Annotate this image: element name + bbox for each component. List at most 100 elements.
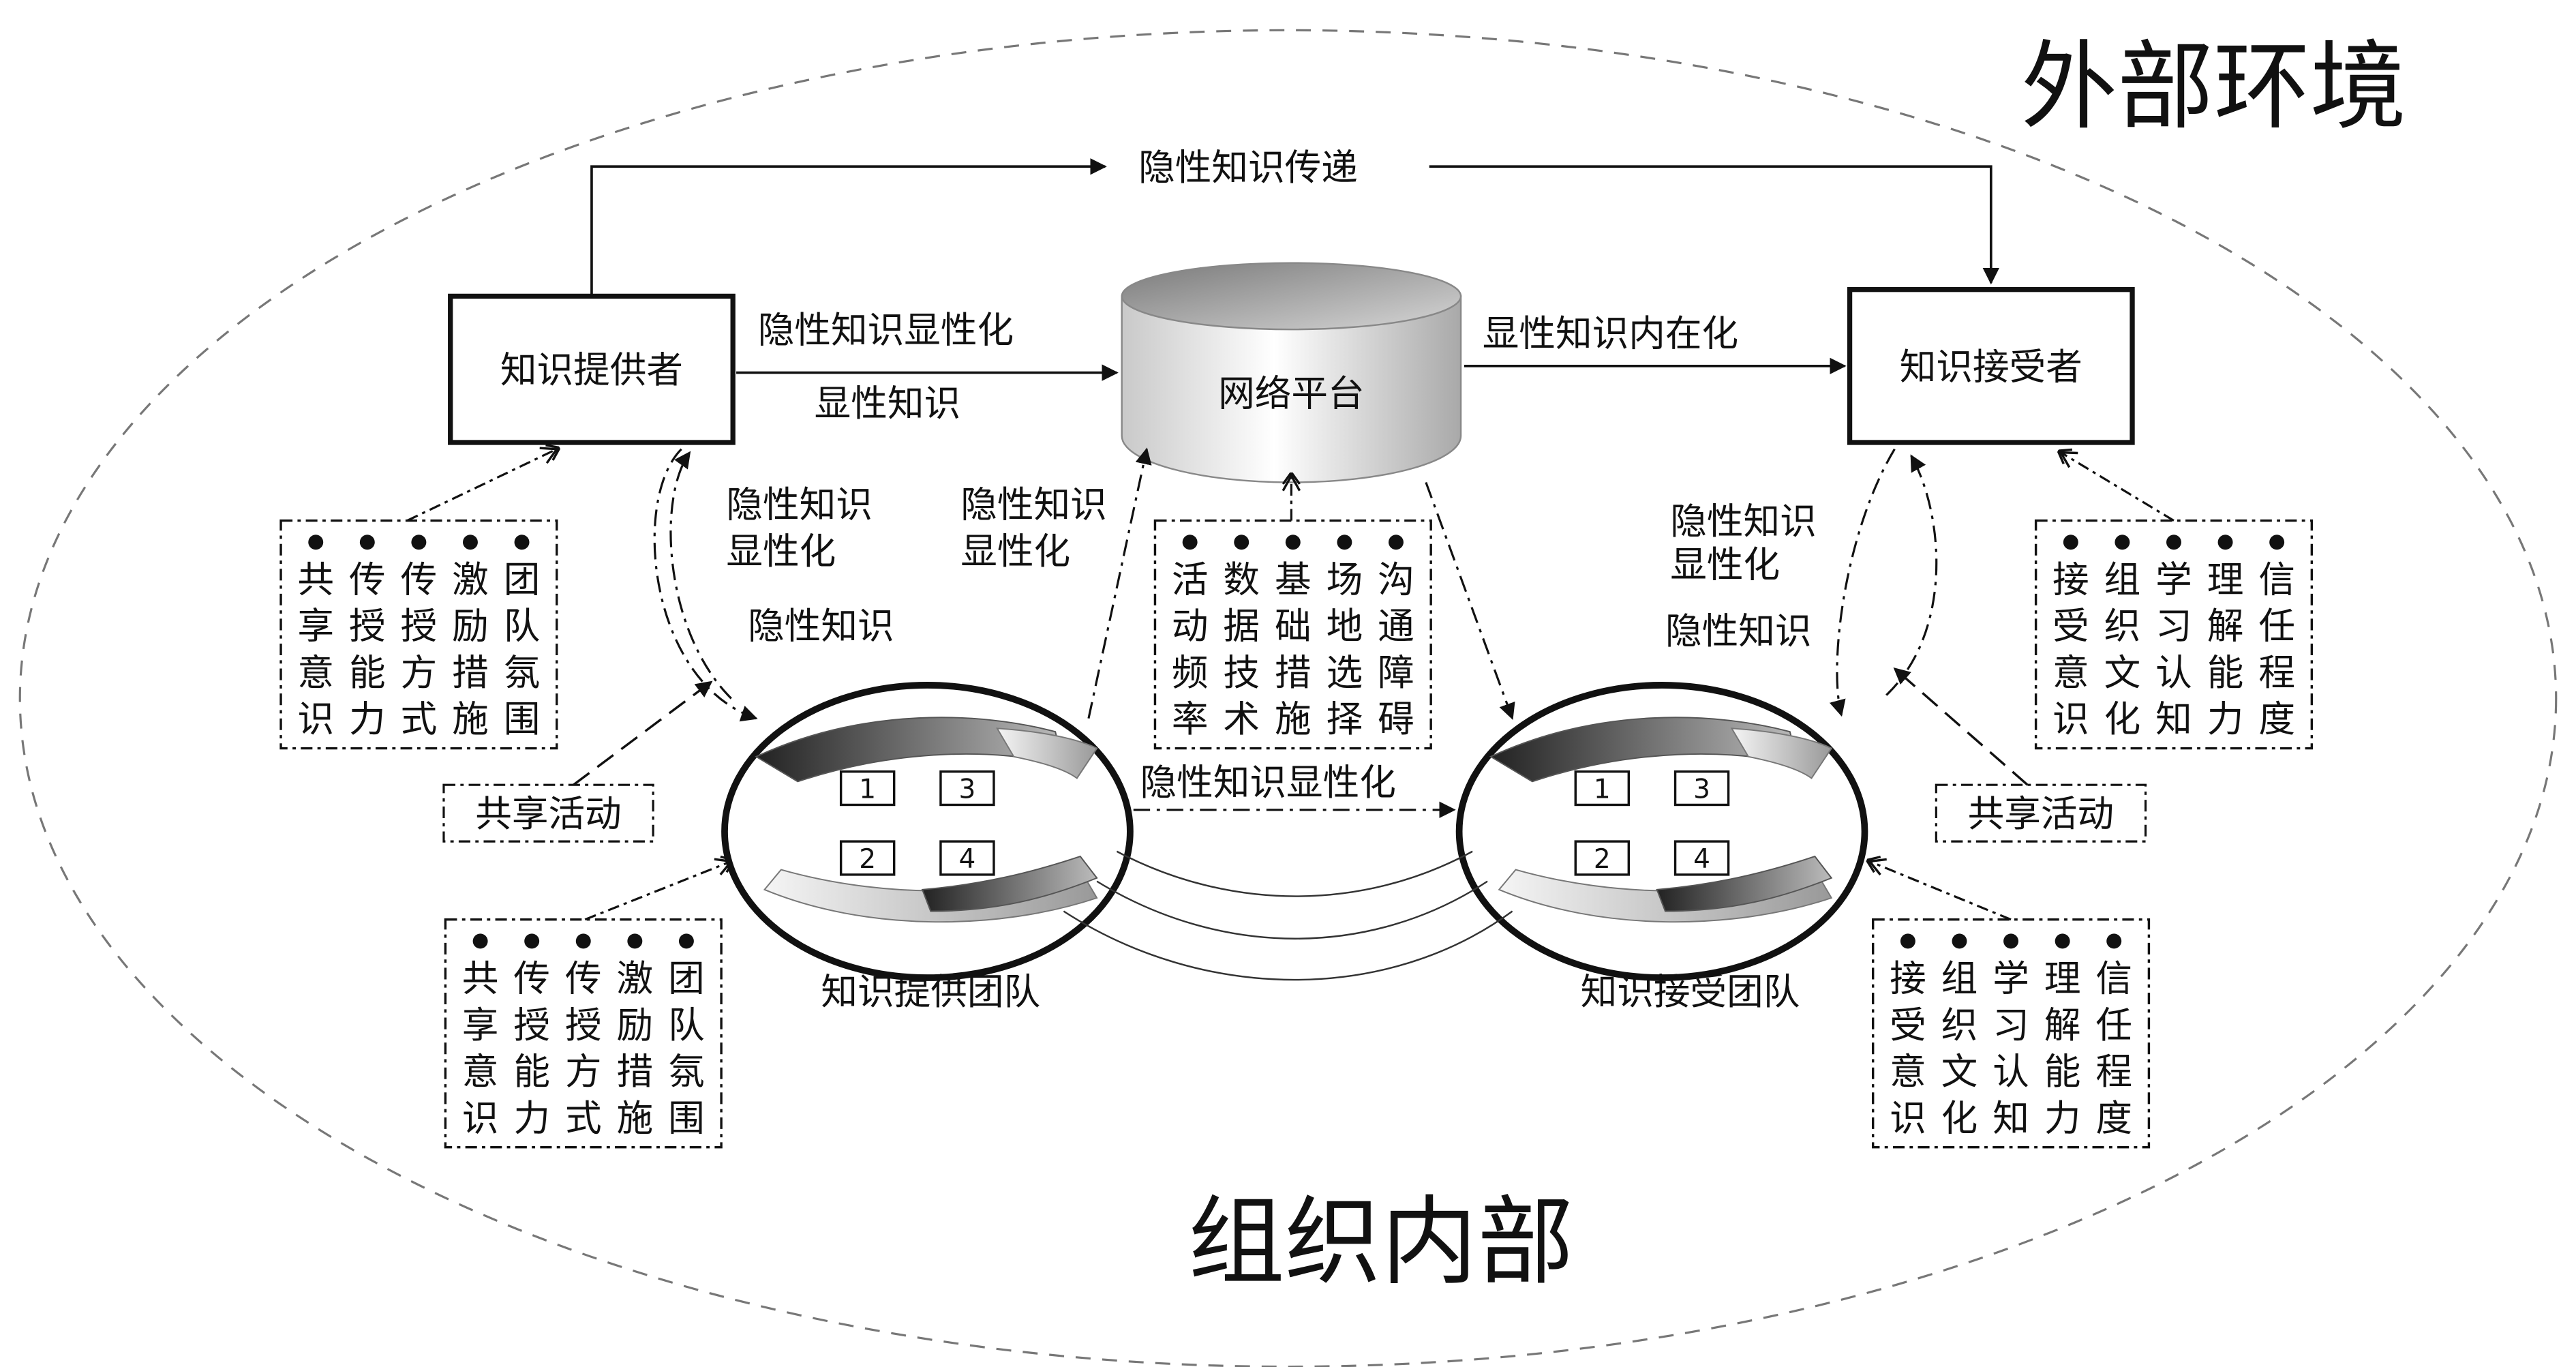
share-activity-right-box	[1935, 783, 2147, 843]
team-number: 3	[1693, 775, 1710, 805]
factor-char: 施	[452, 697, 489, 740]
factor-char: 识	[1890, 1096, 1926, 1139]
factor-char: 认	[2155, 651, 2192, 694]
team-number: 1	[1594, 775, 1611, 805]
factor-char: 力	[349, 697, 386, 740]
knowledge-provider-box	[448, 293, 736, 445]
factor-char: 传	[349, 558, 386, 601]
team-number-box	[1574, 840, 1631, 876]
receiver-team-factor-arrow	[1870, 861, 2012, 921]
factor-char: 式	[565, 1096, 602, 1139]
knowledge-receiver-box	[1847, 287, 2135, 445]
factor-bullet	[411, 535, 427, 550]
provider-team-label: 知识提供团队	[821, 970, 1040, 1013]
center-left-label-2: 显性化	[960, 530, 1070, 573]
team-number: 2	[859, 844, 876, 875]
factor-char: 信	[2095, 957, 2132, 1000]
factor-char: 共	[297, 558, 334, 601]
factor-char: 织	[2104, 605, 2141, 648]
factor-char: 意	[462, 1050, 499, 1093]
factor-char: 技	[1223, 651, 1260, 694]
factor-bullet	[2063, 535, 2078, 550]
receiver-factor-arrow	[2061, 453, 2175, 522]
factor-char: 识	[297, 697, 334, 740]
factor-char: 受	[2052, 605, 2089, 648]
factor-char: 解	[2207, 605, 2244, 648]
factor-char: 选	[1327, 651, 1363, 694]
factor-char: 程	[2095, 1050, 2132, 1093]
right-tacit-loop-return	[1885, 454, 1938, 696]
factor-char: 氛	[504, 651, 541, 694]
factor-char: 围	[504, 697, 541, 740]
factor-char: 措	[1275, 651, 1312, 694]
receiver-factor-box	[2034, 519, 2314, 750]
factor-char: 受	[1890, 1004, 1926, 1047]
factor-bullet	[1952, 933, 1967, 949]
factor-char: 授	[565, 1004, 602, 1047]
factor-bullet	[1389, 535, 1404, 550]
factor-char: 施	[617, 1096, 654, 1139]
left-loop-top-label-1: 隐性知识	[726, 483, 873, 526]
factor-char: 接	[2052, 558, 2089, 601]
factor-char: 方	[401, 651, 438, 694]
factor-char: 施	[1275, 697, 1312, 740]
team-number: 2	[1594, 844, 1611, 875]
factor-char: 力	[2044, 1096, 2081, 1139]
factor-char: 织	[1941, 1004, 1978, 1047]
factor-char: 理	[2044, 957, 2081, 1000]
team-number-box	[939, 770, 995, 807]
right-loop-top-label-1: 隐性知识	[1670, 500, 1817, 543]
factor-bullet	[359, 535, 375, 550]
factor-char: 接	[1890, 957, 1926, 1000]
factor-char: 氛	[668, 1050, 705, 1093]
factor-char: 意	[2052, 651, 2089, 694]
factor-char: 信	[2258, 558, 2295, 601]
factor-char: 程	[2258, 651, 2295, 694]
share-activity-right-label: 共享活动	[1968, 792, 2115, 835]
factor-char: 解	[2044, 1004, 2081, 1047]
organization-boundary	[19, 29, 2557, 1367]
factor-char: 频	[1172, 651, 1209, 694]
factor-char: 知	[1992, 1096, 2029, 1139]
factor-bullet	[308, 535, 324, 550]
factor-bullet	[1285, 535, 1301, 550]
factor-bullet	[1182, 535, 1198, 550]
factor-char: 础	[1275, 605, 1312, 648]
factor-char: 传	[513, 957, 550, 1000]
factor-bullet	[678, 933, 694, 949]
factor-char: 通	[1378, 605, 1414, 648]
factor-bullet	[463, 535, 478, 550]
factor-char: 基	[1275, 558, 1312, 601]
factor-char: 障	[1378, 651, 1414, 694]
provider-team-factor-box	[444, 918, 723, 1149]
network-platform-cylinder: 网络平台	[1121, 262, 1462, 483]
factor-char: 激	[452, 558, 489, 601]
factor-char: 习	[1992, 1004, 2029, 1047]
factor-char: 意	[1890, 1050, 1926, 1093]
factor-char: 知	[2155, 697, 2192, 740]
factor-bullet	[514, 535, 530, 550]
receiver-team-swoosh-top-light	[1730, 727, 1833, 779]
factor-bullet	[627, 933, 643, 949]
tacit-transfer-label: 隐性知识传递	[1138, 146, 1358, 189]
left-tacit-loop	[653, 448, 758, 722]
factor-char: 组	[1941, 957, 1978, 1000]
factor-char: 授	[513, 1004, 550, 1047]
factor-char: 理	[2207, 558, 2244, 601]
organization-internal-label: 组织内部	[1188, 1186, 1574, 1298]
factor-char: 度	[2095, 1096, 2132, 1139]
factor-char: 团	[504, 558, 541, 601]
factor-char: 方	[565, 1050, 602, 1093]
receiver-team-swoosh-bottom-dark	[1656, 855, 1833, 912]
factor-char: 动	[1172, 605, 1209, 648]
receiver-team-factor-box	[1871, 918, 2151, 1149]
right-loop-bottom-label: 隐性知识	[1665, 610, 1812, 652]
factor-bullet	[2115, 535, 2130, 550]
magnetic-field-arc-1	[1116, 850, 1473, 897]
factor-char: 沟	[1378, 558, 1414, 601]
factor-char: 活	[1172, 558, 1209, 601]
